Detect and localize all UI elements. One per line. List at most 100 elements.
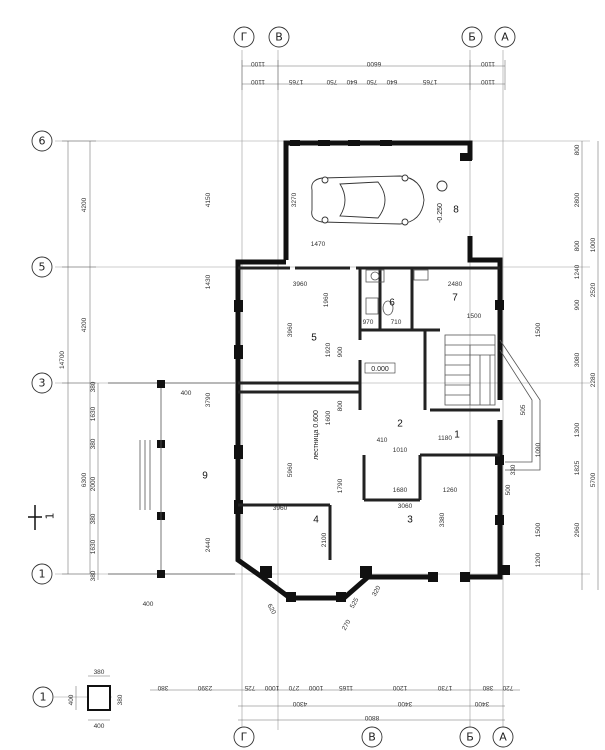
svg-text:1920: 1920 [325,342,332,357]
svg-text:320: 320 [371,584,383,597]
svg-text:1470: 1470 [311,241,326,248]
svg-text:720: 720 [502,684,513,691]
axis-bubble-col-a-top: А [494,26,516,48]
svg-text:500: 500 [505,484,512,495]
svg-text:2280: 2280 [590,372,597,387]
svg-text:8800: 8800 [364,714,379,721]
left-sec-7: 380 [90,570,97,581]
left-overall-14700: 14700 [59,351,66,369]
axis-bubble-col-b-top: Б [461,26,483,48]
svg-text:1790: 1790 [337,478,344,493]
svg-text:Б: Б [468,31,476,44]
axis-bubble-row-6: 6 [31,130,53,152]
axis-bubble-col-g-top: Г [233,26,255,48]
axis-bubble-col-g-bottom: Г [233,726,255,748]
top-overall-2: 6600 [366,60,381,67]
svg-text:2800: 2800 [574,192,581,207]
bathroom-fixtures [365,269,429,316]
svg-text:330: 330 [510,464,517,475]
svg-text:725: 725 [244,684,255,691]
svg-text:1825: 1825 [574,460,581,475]
svg-text:6: 6 [39,135,46,148]
svg-text:710: 710 [391,319,402,326]
svg-text:3960: 3960 [273,505,288,512]
room-7-number: 7 [452,293,458,304]
svg-text:5: 5 [39,261,46,274]
top-seg-7: 1765 [422,78,437,85]
svg-text:2390: 2390 [197,684,212,691]
svg-text:970: 970 [363,319,374,326]
svg-text:3400: 3400 [397,700,412,707]
axis-bubble-row-5: 5 [31,256,53,278]
svg-text:1: 1 [39,568,46,581]
bottom-dimension-chain: 380 2390 725 1000 270 1000 1165 1200 173… [150,684,520,721]
left-dim-4200a: 4200 [81,197,88,212]
level-mark: 0.000 [371,366,389,373]
svg-text:900: 900 [574,299,581,310]
svg-text:380: 380 [117,694,124,705]
svg-text:А: А [501,31,509,44]
svg-text:А: А [499,731,507,744]
svg-text:270: 270 [341,618,353,631]
svg-text:3960: 3960 [287,322,294,337]
svg-text:380: 380 [157,684,168,691]
svg-text:1165: 1165 [339,684,353,691]
svg-text:5960: 5960 [287,462,294,477]
room-5-number: 5 [311,333,317,344]
terrace-column-1 [157,380,165,388]
svg-text:800: 800 [337,400,344,411]
stair-note: лестница 0.600 [313,410,320,460]
svg-text:1260: 1260 [443,487,458,494]
right-dimension-chain: 800 2800 800 1240 900 3080 1300 1825 296… [505,141,599,590]
terrace-area: 9 [108,380,235,578]
svg-text:1240: 1240 [574,264,581,279]
svg-text:525: 525 [349,596,361,609]
svg-text:380: 380 [482,684,493,691]
left-dim-4200b: 4200 [81,317,88,332]
svg-text:3: 3 [39,377,46,390]
left-sec-2: 1630 [90,406,97,421]
svg-text:3790: 3790 [205,392,212,407]
svg-text:900: 900 [337,346,344,357]
svg-text:1730: 1730 [437,684,452,691]
axis-bubble-col-v-top: В [268,26,290,48]
svg-text:1010: 1010 [393,447,408,454]
svg-text:1200: 1200 [392,684,407,691]
svg-text:1200: 1200 [535,552,542,567]
left-sec-3: 380 [90,438,97,449]
left-sec-4: 2000 [90,476,97,491]
svg-text:1430: 1430 [205,274,212,289]
svg-text:3960: 3960 [293,281,308,288]
svg-text:800: 800 [574,240,581,251]
svg-text:1090: 1090 [535,442,542,457]
svg-text:270: 270 [288,684,299,691]
svg-text:2520: 2520 [590,282,597,297]
room-3-number: 3 [407,515,413,526]
top-seg-4: 640 [346,78,357,85]
svg-text:3400: 3400 [474,700,489,707]
svg-text:2480: 2480 [448,281,463,288]
svg-text:3060: 3060 [398,503,413,510]
car-icon [311,174,448,226]
top-seg-1: 1100 [251,78,265,85]
svg-text:505: 505 [520,404,527,415]
room-1-number: 1 [454,430,460,441]
section-mark: 1 [28,505,57,530]
room-2-number: 2 [397,419,403,430]
svg-text:1300: 1300 [574,422,581,437]
svg-text:800: 800 [574,144,581,155]
svg-text:В: В [275,31,283,44]
svg-text:3380: 3380 [439,512,446,527]
left-dimension-chain: 14700 4200 4200 6300 380 1630 380 2000 3… [59,140,99,581]
top-seg-2: 1765 [288,78,303,85]
column-detail: 1 380 400 380 400 [32,669,124,730]
top-seg-5: 750 [366,78,377,85]
svg-text:380: 380 [94,669,105,676]
svg-text:1500: 1500 [535,522,542,537]
axis-bubble-col-b-bottom: Б [459,726,481,748]
svg-text:Г: Г [241,31,248,44]
axis-bubble-row-1: 1 [31,563,53,585]
svg-text:2960: 2960 [574,522,581,537]
svg-text:4150: 4150 [205,192,212,207]
top-overall-1: 1100 [251,60,265,67]
